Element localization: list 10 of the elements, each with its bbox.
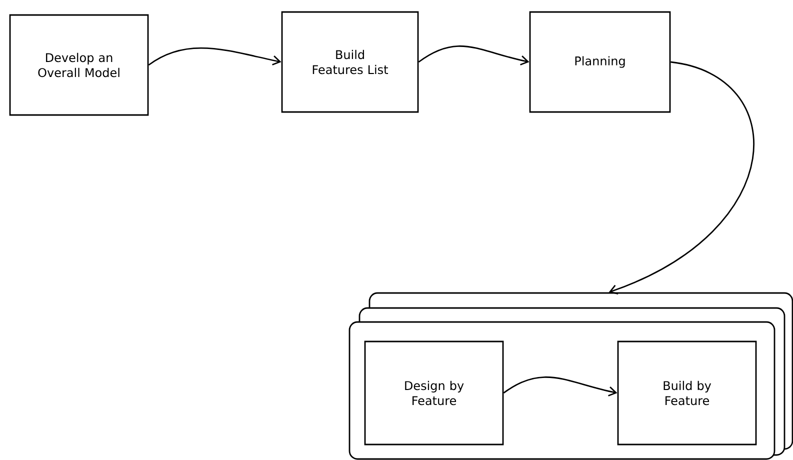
process-box: Develop an Overall Model xyxy=(9,14,149,116)
process-box: Build Features List xyxy=(281,11,419,113)
arrow xyxy=(608,61,754,295)
process-box: Design by Feature xyxy=(364,340,504,446)
arrow xyxy=(418,46,530,66)
process-box: Build by Feature xyxy=(617,340,757,446)
stacked-frame xyxy=(348,292,793,460)
arrow xyxy=(503,376,618,396)
process-box: Planning xyxy=(529,11,671,113)
arrow xyxy=(148,47,282,66)
